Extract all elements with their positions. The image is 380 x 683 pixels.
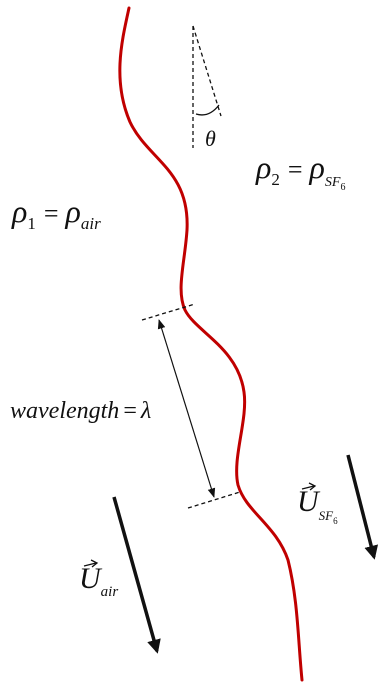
rho2-symbol: ρ [255,149,271,185]
u-sf6-subscript: SF [319,508,335,523]
wavelength-dimension-arrow [157,319,216,498]
u-sf6-subsubscript: 6 [333,516,338,526]
rho2-subscript: 2 [271,170,280,189]
rho1-subscript: 1 [27,214,36,233]
wavelength-tick-bottom [187,491,241,509]
wavelength-equals: = [123,398,137,424]
tilted-reference-line [192,25,222,117]
rho-air-symbol: ρ [65,193,81,229]
rho-sf6-symbol: ρ [309,149,325,185]
sf6-velocity-arrow [346,454,379,560]
angle-arc [195,104,220,116]
air-velocity-arrow [112,496,161,654]
wavelength-word: wavelength [10,398,119,424]
u-air-subscript: air [101,584,119,600]
u-sf6-vector-head [308,482,317,491]
u-sf6-vector-bar [301,485,315,490]
wavelength-label: wavelength=λ [10,398,151,424]
interface-curve [118,6,304,682]
lambda-symbol: λ [140,398,151,424]
wavelength-tick-top [141,303,196,321]
u-air-vector-head [90,559,99,568]
six-subsubscript: 6 [340,182,345,193]
rho1-equals: = [44,199,59,228]
theta-label: θ [205,126,216,151]
u-sf6-symbol: U [297,485,321,518]
u-air-symbol: U [79,562,103,595]
u-air-vector-bar [83,562,97,567]
sf6-velocity-label: USF6 [297,485,338,526]
rho2-equals: = [288,155,303,184]
rho1-symbol: ρ [11,193,27,229]
sf-subscript: SF [325,175,341,190]
density-air-label: ρ1=ρair [11,193,101,233]
air-velocity-label: Uair [79,562,118,600]
air-subscript: air [81,214,101,233]
density-sf6-label: ρ2=ρSF6 [255,149,345,193]
